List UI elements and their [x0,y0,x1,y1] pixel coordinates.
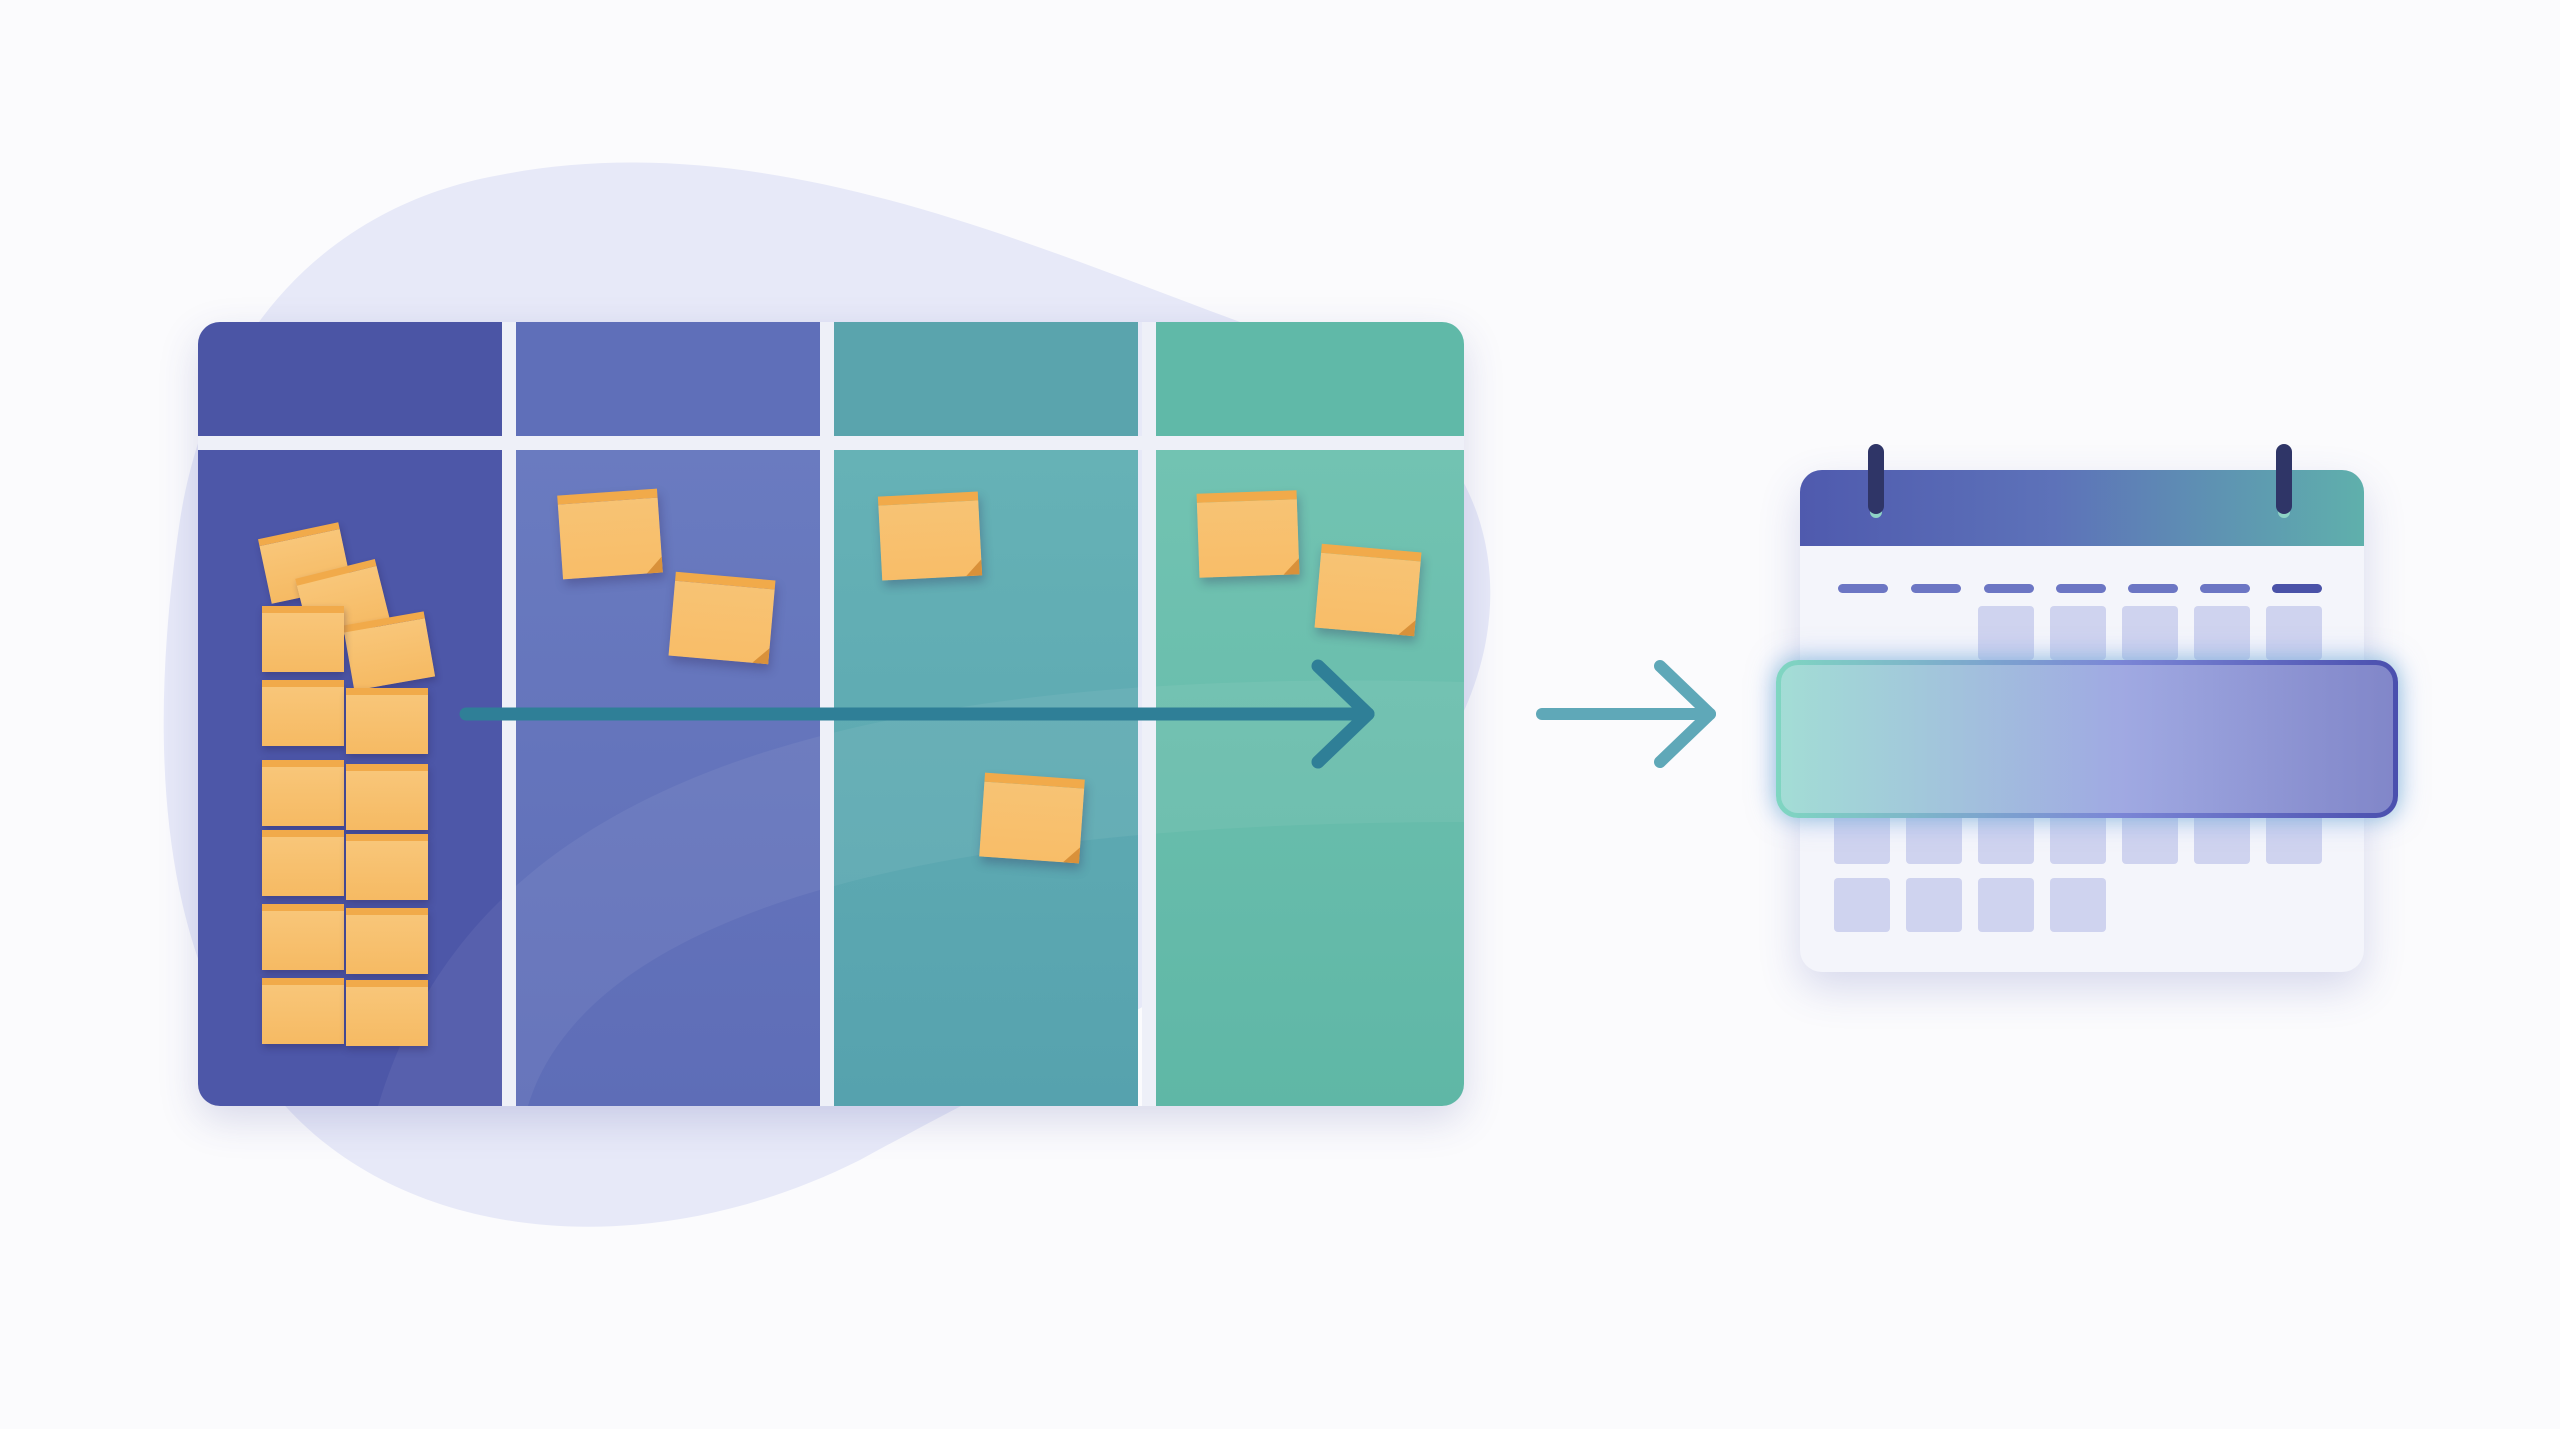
calendar-day [2050,810,2106,864]
sticky-note-icon [557,488,663,580]
week-highlight [1776,660,2398,818]
sticky-note-icon [262,680,344,746]
column-header [1156,322,1464,436]
weekday-label [2128,584,2178,593]
calendar-day [2050,878,2106,932]
sticky-note-icon [1314,543,1422,637]
calendar-header [1800,470,2364,546]
column-divider [502,322,516,1106]
calendar-day [2194,606,2250,660]
calendar-ring [2276,444,2292,514]
arrow-right-icon [1536,660,1716,768]
column-header [516,322,820,436]
calendar-day [2122,810,2178,864]
calendar-day [1834,878,1890,932]
sticky-note-icon [979,772,1085,864]
calendar-day [2266,810,2322,864]
weekday-label [2056,584,2106,593]
calendar-day [1834,810,1890,864]
weekday-label [2272,584,2322,593]
calendar-day [1978,878,2034,932]
column-header [834,322,1138,436]
weekday-label [1838,584,1888,593]
sticky-note-icon [262,978,344,1044]
sticky-note-icon [877,491,983,581]
sticky-note-icon [346,834,428,900]
calendar-day [1978,810,2034,864]
column-divider [820,322,834,1106]
sticky-note-icon [262,606,344,672]
sticky-note-icon [262,830,344,896]
weekday-label [2200,584,2250,593]
sticky-note-icon [262,904,344,970]
calendar-day [2266,606,2322,660]
column-todo [516,322,820,1106]
weekday-label [1911,584,1961,593]
sticky-note-icon [346,908,428,974]
sticky-note-icon [1196,490,1300,578]
calendar-day [1906,810,1962,864]
sticky-note-icon [262,760,344,826]
sticky-note-icon [346,688,428,754]
calendar-day [2050,606,2106,660]
sticky-note-icon [346,980,428,1046]
sticky-note-icon [342,611,436,691]
calendar-day [1906,878,1962,932]
weekday-label [1984,584,2034,593]
sticky-note-icon [668,571,776,665]
column-divider [1142,322,1156,1106]
sticky-note-icon [346,764,428,830]
calendar-day [1978,606,2034,660]
calendar-day [2122,606,2178,660]
column-header [198,322,502,436]
kanban-board [198,322,1464,1106]
calendar-ring [1868,444,1884,514]
calendar-day [2194,810,2250,864]
